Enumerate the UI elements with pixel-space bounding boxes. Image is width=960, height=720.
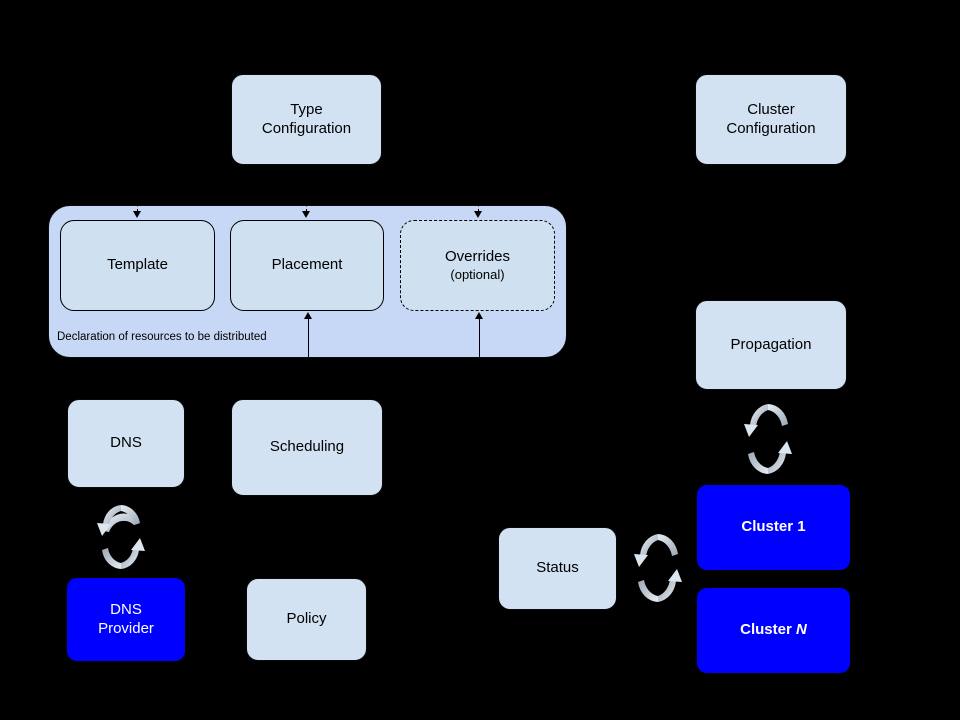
- sync-arrows-icon-dns: [88, 497, 154, 577]
- node-policy[interactable]: Policy: [246, 578, 367, 661]
- node-overrides[interactable]: Overrides (optional): [400, 220, 555, 311]
- arrowhead-placement-bottom: [304, 312, 312, 319]
- node-type-configuration-label: Type Configuration: [262, 101, 351, 139]
- node-cluster-configuration-label: Cluster Configuration: [726, 101, 815, 139]
- node-cluster-configuration[interactable]: Cluster Configuration: [695, 74, 847, 165]
- node-scheduling-label: Scheduling: [269, 438, 345, 456]
- node-cluster-n[interactable]: Cluster N: [697, 588, 850, 673]
- node-policy-label: Policy: [286, 610, 327, 628]
- arrowhead-template-in: [133, 211, 141, 218]
- node-status[interactable]: Status: [498, 527, 617, 610]
- type-configuration-line1: Type: [290, 100, 323, 118]
- connector-scheduling-to-placement: [308, 318, 309, 358]
- connector-typeconfig-to-placement: [306, 192, 307, 212]
- node-type-configuration[interactable]: Type Configuration: [231, 74, 382, 165]
- cluster-n-italic: N: [796, 621, 807, 639]
- group-caption: Declaration of resources to be distribut…: [57, 331, 267, 343]
- arrowhead-overrides-in: [474, 211, 482, 218]
- arrowhead-overrides-bottom: [475, 312, 483, 319]
- dns-provider-line2: Provider: [98, 619, 154, 637]
- connector-typeconfig-to-overrides: [478, 192, 479, 212]
- node-template[interactable]: Template: [60, 220, 215, 311]
- node-template-label: Template: [107, 256, 168, 274]
- dns-provider-line1: DNS: [110, 600, 142, 618]
- sync-arrows-icon-propagation: [733, 396, 803, 482]
- node-cluster-1-label: Cluster 1: [741, 518, 806, 536]
- node-overrides-label: Overrides (optional): [445, 248, 510, 283]
- node-propagation-label: Propagation: [730, 335, 812, 353]
- node-overrides-sublabel: (optional): [450, 266, 505, 282]
- sync-arrows-icon-status: [625, 524, 691, 612]
- node-placement[interactable]: Placement: [230, 220, 384, 311]
- node-dns-provider[interactable]: DNS Provider: [67, 578, 185, 661]
- cluster-configuration-line2: Configuration: [726, 119, 816, 137]
- node-overrides-title: Overrides: [444, 248, 511, 265]
- node-dns[interactable]: DNS: [67, 399, 185, 488]
- node-dns-label: DNS: [110, 434, 142, 452]
- node-dns-provider-label: DNS Provider: [98, 601, 154, 639]
- node-status-label: Status: [536, 559, 579, 577]
- node-placement-label: Placement: [271, 256, 343, 274]
- cluster-configuration-line1: Cluster: [747, 100, 795, 118]
- type-configuration-line2: Configuration: [261, 119, 352, 137]
- connector-typeconfig-to-template: [137, 192, 138, 212]
- node-propagation[interactable]: Propagation: [695, 300, 847, 390]
- arrowhead-placement-in: [302, 211, 310, 218]
- cluster-n-prefix: Cluster: [740, 621, 796, 639]
- node-scheduling[interactable]: Scheduling: [231, 399, 383, 496]
- node-cluster-1[interactable]: Cluster 1: [697, 485, 850, 570]
- node-cluster-n-label: Cluster N: [740, 621, 807, 640]
- connector-policy-to-overrides: [479, 318, 480, 358]
